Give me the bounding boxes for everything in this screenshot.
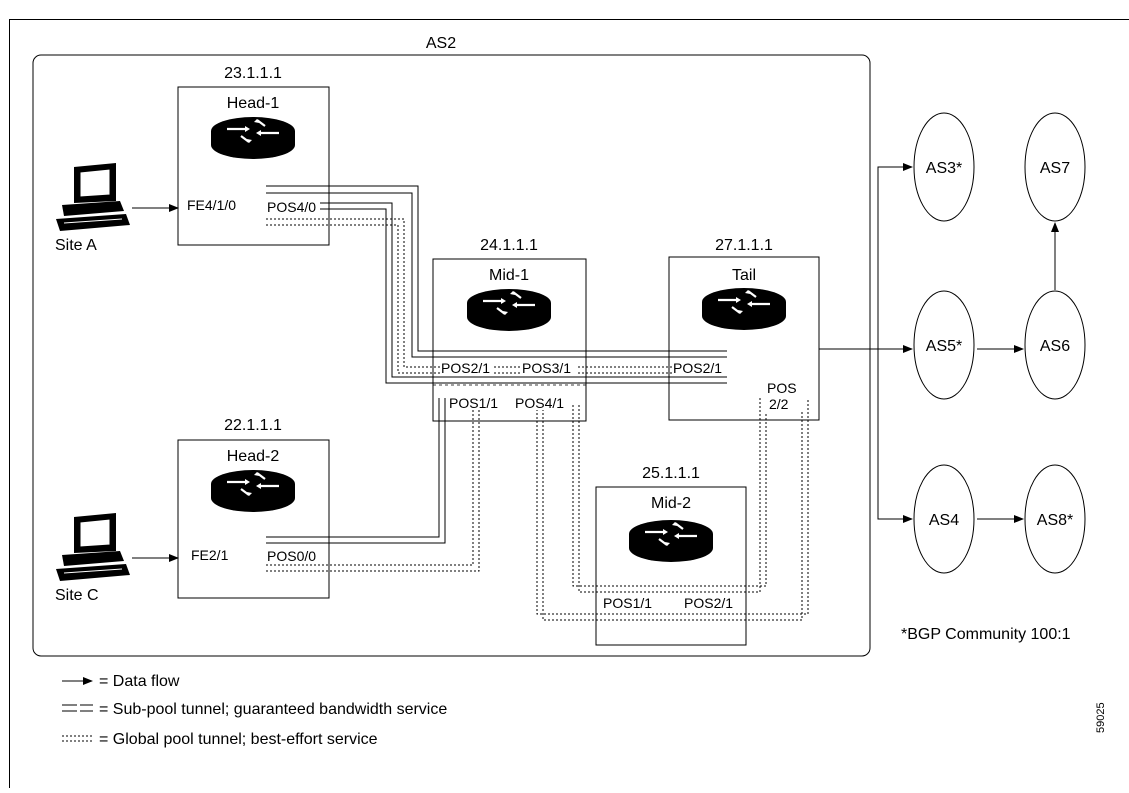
legend-subpool-symbol [62, 704, 93, 712]
head2-fe-label: FE2/1 [191, 547, 229, 563]
mid2-name: Mid-2 [651, 495, 691, 512]
tail-name: Tail [732, 267, 756, 284]
mid2-pos11-label: POS1/1 [603, 595, 652, 611]
as3-node [913, 112, 975, 222]
router-icon [209, 115, 297, 161]
as3-label: AS3* [926, 160, 962, 177]
tail-pos22-label: POS [767, 380, 797, 396]
legend-data-flow-text: = Data flow [99, 673, 180, 690]
site-a-label: Site A [55, 237, 97, 254]
tunnel-paths [266, 185, 727, 544]
legend: = Data flow = Sub-pool tunnel; guarantee… [62, 673, 447, 748]
head2-name: Head-2 [227, 448, 280, 465]
site-c-label: Site C [55, 587, 99, 604]
as4-node [913, 464, 975, 574]
as5-label: AS5* [926, 338, 962, 355]
as6-node [1024, 290, 1086, 400]
head2-box [177, 439, 330, 599]
legend-subpool-text: = Sub-pool tunnel; guaranteed bandwidth … [99, 701, 447, 718]
head1-name: Head-1 [227, 95, 280, 112]
as5-node [913, 290, 975, 400]
router-icon [465, 287, 553, 333]
as7-node [1024, 112, 1086, 222]
mid1-pos31-label: POS3/1 [522, 360, 571, 376]
workstation-icon [55, 162, 131, 232]
global-tunnel-head2 [266, 410, 474, 566]
mid1-pos41-label: POS4/1 [515, 395, 564, 411]
external-links [819, 163, 1059, 523]
mid1-box [432, 258, 587, 422]
head2-ip: 22.1.1.1 [224, 417, 282, 434]
as6-label: AS6 [1040, 338, 1070, 355]
router-icon [700, 286, 788, 332]
tail-pos22-label-line2: 2/2 [769, 396, 789, 412]
router-icon [627, 518, 715, 564]
mid2-pos21-label: POS2/1 [684, 595, 733, 611]
legend-global-text: = Global pool tunnel; best-effort servic… [99, 731, 378, 748]
workstation-icon [55, 512, 131, 582]
mid1-name: Mid-1 [489, 267, 529, 284]
as8-label: AS8* [1037, 512, 1073, 529]
subpool-tunnel-head2 [266, 398, 440, 538]
as4-label: AS4 [929, 512, 959, 529]
interface-labels: FE4/1/0 POS4/0 FE2/1 POS0/0 POS2/1 POS3/… [186, 197, 804, 611]
as8-node [1024, 464, 1086, 574]
head2-pos-label: POS0/0 [267, 548, 316, 564]
head1-ip: 23.1.1.1 [224, 65, 282, 82]
as2-label: AS2 [426, 35, 456, 52]
figure-number: 59025 [1095, 702, 1107, 733]
head1-fe-label: FE4/1/0 [187, 197, 236, 213]
legend-global-symbol [62, 735, 93, 742]
tail-pos21-label: POS2/1 [673, 360, 722, 376]
mid2-ip: 25.1.1.1 [642, 465, 700, 482]
mid1-pos11-label: POS1/1 [449, 395, 498, 411]
mid1-ip: 24.1.1.1 [480, 237, 538, 254]
subpool-tunnel-head1 [266, 185, 727, 352]
router-icon [209, 468, 297, 514]
bgp-footnote: *BGP Community 100:1 [901, 626, 1071, 643]
mid1-pos21-label: POS2/1 [441, 360, 490, 376]
tail-ip: 27.1.1.1 [715, 237, 773, 254]
as7-label: AS7 [1040, 160, 1070, 177]
as2-boundary [32, 54, 871, 657]
mid2-box [595, 486, 747, 646]
global-tunnel-head1 [266, 218, 727, 368]
head1-pos-label: POS4/0 [267, 199, 316, 215]
